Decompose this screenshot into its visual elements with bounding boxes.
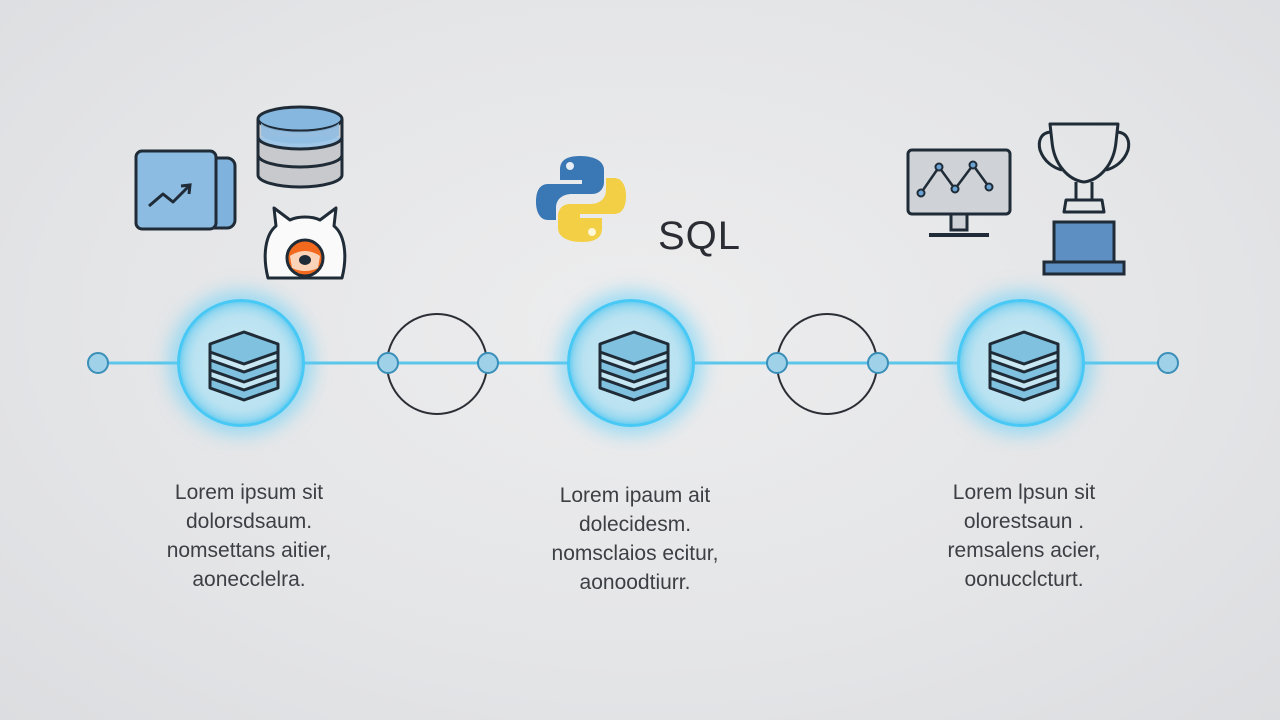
database-stack-icon xyxy=(598,330,670,402)
cat-mascot-icon xyxy=(263,206,347,280)
database-stack-icon xyxy=(988,330,1060,402)
timeline-dot xyxy=(87,352,109,374)
step-3-line-3: remsalens acier, xyxy=(947,539,1101,562)
step-1-line-3: nomsettans aitier, xyxy=(166,539,332,562)
monitor-chart-icon xyxy=(906,148,1012,237)
database-icon xyxy=(256,105,344,189)
python-logo-icon xyxy=(536,156,626,242)
sql-label: SQL xyxy=(658,214,742,258)
step-2-line-4: aonoodtiurr. xyxy=(579,571,691,594)
node-database-2 xyxy=(567,299,695,427)
step-2-line-1: Lorem ipaum ait xyxy=(559,484,711,507)
step-1-line-2: dolorsdsaum. xyxy=(185,510,313,533)
step-3-line-2: olorestsaun . xyxy=(963,510,1085,533)
timeline-dot xyxy=(377,352,399,374)
step-3-text: Lorem lpsun sit olorestsaun . remsalens … xyxy=(894,478,1154,594)
step-2-line-2: dolecidesm. xyxy=(578,513,692,536)
step-1-text: Lorem ipsum sit dolorsdsaum. nomsettans … xyxy=(119,478,379,594)
timeline-dot xyxy=(867,352,889,374)
chart-window-icon xyxy=(134,149,237,231)
timeline-dot xyxy=(1157,352,1179,374)
step-2-text: Lorem ipaum ait dolecidesm. nomsclaios e… xyxy=(505,481,765,597)
timeline-dot xyxy=(477,352,499,374)
step-1-line-1: Lorem ipsum sit xyxy=(174,481,324,504)
timeline-dot xyxy=(766,352,788,374)
node-database-3 xyxy=(957,299,1085,427)
database-stack-icon xyxy=(208,330,280,402)
step-3-line-1: Lorem lpsun sit xyxy=(952,481,1096,504)
node-database-1 xyxy=(177,299,305,427)
step-1-line-4: aonecclelra. xyxy=(192,568,306,591)
trophy-icon xyxy=(1037,122,1131,276)
step-2-line-3: nomsclaios ecitur, xyxy=(551,542,719,565)
step-3-line-4: oonucclcturt. xyxy=(964,568,1084,591)
